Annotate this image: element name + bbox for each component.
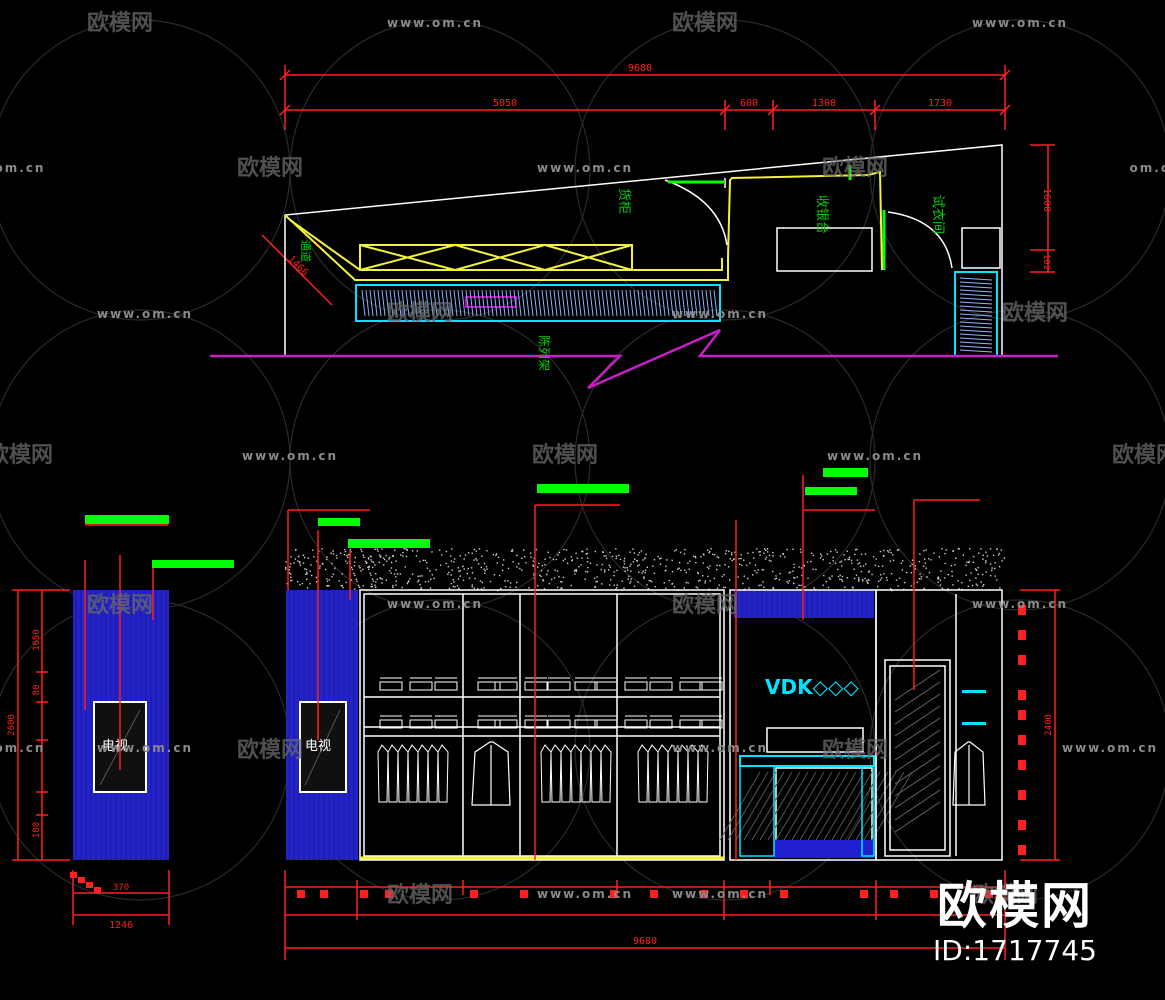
plan-top-dimensions bbox=[279, 65, 1011, 130]
watermark-logo: 欧模网 bbox=[387, 882, 453, 908]
watermark-url: www.om.cn bbox=[537, 887, 633, 901]
jacket-2 bbox=[952, 741, 986, 806]
left-green-tag-2 bbox=[152, 560, 234, 568]
plan-label-fitting: 试衣间 bbox=[930, 195, 946, 234]
plan-label-aisle: 通道 bbox=[299, 240, 313, 262]
plan-right-dimensions bbox=[1030, 144, 1055, 273]
ceiling-speckle bbox=[285, 548, 1006, 592]
watermark-logo: 欧模网 bbox=[87, 10, 153, 36]
watermark-url: www.om.cn bbox=[672, 741, 768, 755]
plan-seg-dim-4: 1730 bbox=[928, 98, 952, 109]
green-tag-5 bbox=[805, 487, 857, 495]
watermark-layer: 欧模网欧模网欧模网欧模网欧模网欧模网欧模网欧模网欧模网欧模网欧模网欧模网欧模网欧… bbox=[0, 10, 1165, 908]
plan-label-display: 陈列架 bbox=[537, 335, 552, 371]
watermark-logo: 欧模网 bbox=[1112, 442, 1165, 468]
watermark-url: www.om.cn bbox=[97, 307, 193, 321]
watermark-logo: 欧模网 bbox=[0, 442, 53, 468]
watermark-logo: 欧模网 bbox=[532, 442, 598, 468]
brand-id: ID:1717745 bbox=[933, 934, 1097, 967]
brand-title: 欧模网 bbox=[937, 877, 1093, 935]
watermark-logo: 欧模网 bbox=[237, 737, 303, 763]
watermark-logo: 欧模网 bbox=[237, 155, 303, 181]
watermark-url: www.om.cn bbox=[827, 449, 923, 463]
cashier-counter-top bbox=[739, 755, 875, 767]
watermark-url: www.om.cn bbox=[672, 887, 768, 901]
plan-slant-dim-line bbox=[261, 234, 333, 306]
main-leaders bbox=[284, 475, 1060, 960]
cashier-frame bbox=[729, 589, 877, 861]
left-elevation: 电视 1650 2600 80 180 370 1246 bbox=[7, 515, 234, 931]
main-tv-label: 电视 bbox=[305, 739, 331, 754]
cashier-blue-header bbox=[734, 590, 874, 618]
watermark-url: www.om.cn bbox=[387, 597, 483, 611]
plan-seg-dim-2: 600 bbox=[740, 98, 758, 109]
watermark-url: www.om.cn bbox=[537, 161, 633, 175]
watermark-url: om.cn bbox=[0, 741, 45, 755]
green-tag-3 bbox=[348, 539, 430, 548]
watermark-url: www.om.cn bbox=[672, 307, 768, 321]
main-right-dim: 2400 bbox=[1044, 714, 1054, 736]
plan-break-line bbox=[210, 328, 1058, 390]
plan-right-dim-1: 1600 bbox=[1041, 188, 1052, 212]
plan-counter-yellow bbox=[284, 170, 883, 281]
left-green-tag-1 bbox=[85, 515, 169, 524]
plan-seg-dim-1: 5050 bbox=[493, 98, 517, 109]
plan-view: 9680 5050 600 1300 1730 1600 102 1466 bbox=[210, 63, 1058, 390]
watermark-logo: 欧模网 bbox=[87, 592, 153, 618]
watermark-url: www.om.cn bbox=[972, 597, 1068, 611]
left-dimensions bbox=[12, 524, 170, 925]
plan-door-swing-1 bbox=[664, 179, 728, 246]
watermark-url: www.om.cn bbox=[242, 449, 338, 463]
green-tag-1 bbox=[537, 484, 629, 493]
watermark-url: om.cn bbox=[1130, 161, 1165, 175]
plan-overall-dim: 9680 bbox=[628, 63, 652, 74]
left-dim-3: 80 bbox=[32, 685, 42, 696]
green-tag-2 bbox=[318, 518, 360, 526]
watermark-url: www.om.cn bbox=[972, 16, 1068, 30]
main-overall-dim: 9680 bbox=[633, 936, 657, 947]
plan-seg-dim-3: 1300 bbox=[812, 98, 836, 109]
watermark-logo: 欧模网 bbox=[387, 300, 453, 326]
watermark-logo: 欧模网 bbox=[822, 737, 888, 763]
brand-badge: 欧模网 ID:1717745 bbox=[905, 878, 1125, 968]
watermark-url: om.cn bbox=[0, 161, 45, 175]
main-elevation: 电视 bbox=[70, 468, 1060, 960]
watermark-logo: 欧模网 bbox=[972, 882, 1038, 908]
plan-label-shelf: 货柜 bbox=[616, 188, 632, 214]
left-dim-4: 180 bbox=[32, 822, 42, 838]
left-tv-label: 电视 bbox=[102, 739, 128, 754]
left-dim-6: 1246 bbox=[109, 920, 133, 931]
wardrobe-frame bbox=[359, 589, 725, 861]
plan-label-cashier: 收银台 bbox=[814, 195, 829, 234]
left-dim-1: 1650 bbox=[32, 629, 42, 651]
cashier-logo: VDK◇◇◇ bbox=[765, 675, 859, 699]
plan-right-dim-2: 102 bbox=[1041, 254, 1051, 270]
left-dim-5: 370 bbox=[113, 883, 129, 893]
watermark-url: www.om.cn bbox=[387, 16, 483, 30]
watermark-logo: 欧模网 bbox=[672, 10, 738, 36]
left-dim-2: 2600 bbox=[7, 714, 17, 736]
plan-hanging-rail bbox=[355, 271, 998, 357]
plan-door-swing-2 bbox=[887, 211, 953, 269]
watermark-logo: 欧模网 bbox=[822, 155, 888, 181]
cashier-base-blue bbox=[774, 840, 874, 858]
watermark-logo: 欧模网 bbox=[672, 592, 738, 618]
plan-walls bbox=[284, 144, 1003, 355]
watermark-logo: 欧模网 bbox=[1002, 300, 1068, 326]
watermark-url: www.om.cn bbox=[1062, 741, 1158, 755]
jacket-1 bbox=[471, 741, 511, 806]
hanging-clothes bbox=[377, 744, 709, 803]
fitting-frame bbox=[875, 589, 1003, 861]
watermark-url: www.om.cn bbox=[97, 741, 193, 755]
folded-items bbox=[379, 677, 723, 729]
green-tag-4 bbox=[823, 468, 868, 477]
